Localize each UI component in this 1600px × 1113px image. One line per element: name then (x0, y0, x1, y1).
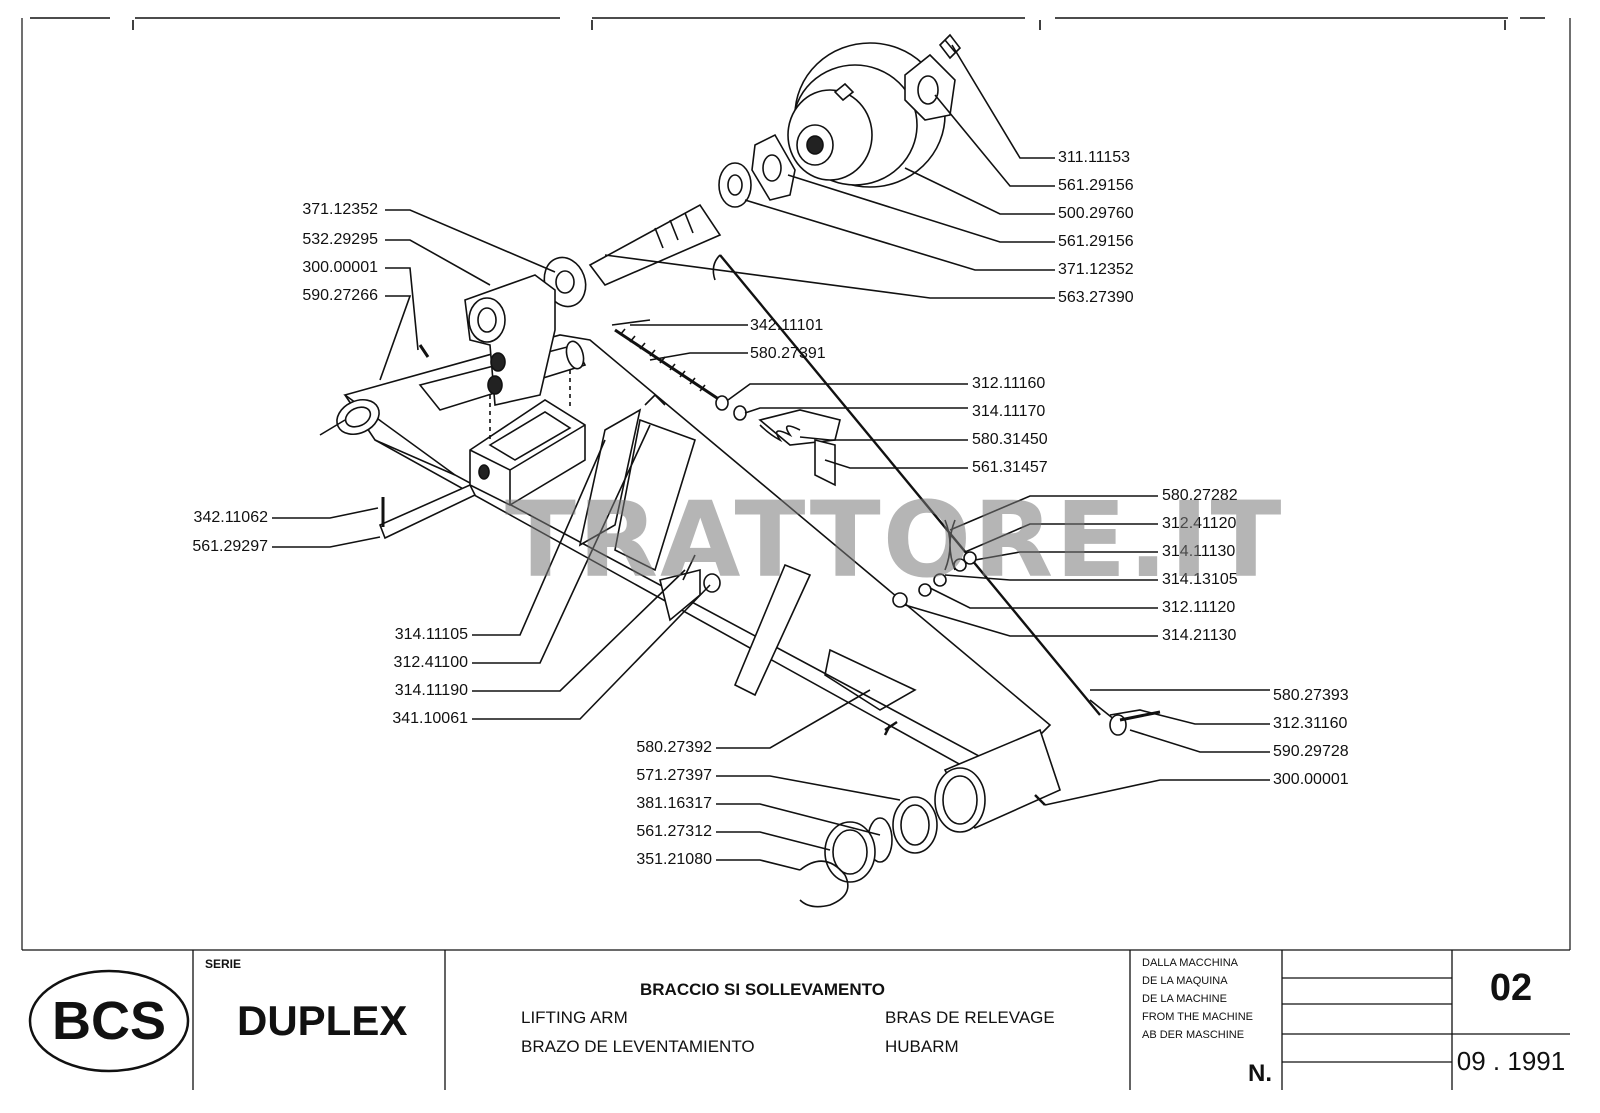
part-number-label: 351.21080 (636, 851, 712, 868)
serie-name: DUPLEX (237, 997, 408, 1044)
part-number-label: 561.29297 (192, 538, 268, 555)
part-number-label: 312.11160 (972, 375, 1046, 392)
part-number-label: 561.29156 (1058, 177, 1134, 194)
from-machine-es: DE LA MAQUINA (1142, 975, 1228, 987)
part-number-label: 580.27282 (1162, 487, 1238, 504)
sheet-number: 02 (1489, 967, 1533, 1009)
part-number-label: 580.27393 (1273, 687, 1349, 704)
part-number-label: 381.16317 (636, 795, 712, 812)
from-machine-labels: DALLA MACCHINA DE LA MAQUINA DE LA MACHI… (1142, 954, 1253, 1044)
part-number-label: 311.11153 (1058, 149, 1131, 166)
from-machine-it: DALLA MACCHINA (1142, 957, 1238, 969)
machine-number-label: N. (1248, 1060, 1272, 1087)
part-number-label: 300.00001 (1273, 771, 1349, 788)
exploded-diagram (21, 17, 1571, 950)
title-german: HUBARM (885, 1037, 959, 1056)
part-number-label: 314.21130 (1162, 627, 1237, 644)
part-number-label: 590.29728 (1273, 743, 1349, 760)
part-number-label: 341.10061 (392, 710, 468, 727)
part-number-label: 500.29760 (1058, 205, 1134, 222)
serie-label: SERIE (205, 957, 242, 971)
title-italian: BRACCIO SI SOLLEVAMENTO (640, 980, 885, 999)
part-number-label: 314.11105 (394, 626, 468, 643)
drive-hub (787, 42, 946, 188)
part-number-label: 314.13105 (1162, 571, 1238, 588)
part-number-label: 312.41120 (1162, 515, 1237, 532)
part-number-label: 371.12352 (1058, 261, 1134, 278)
part-number-label: 312.41100 (393, 654, 468, 671)
from-machine-en: FROM THE MACHINE (1142, 1011, 1254, 1023)
part-number-label: 314.11170 (972, 403, 1046, 420)
bcs-logo: BCS (51, 991, 166, 1051)
title-spanish: BRAZO DE LEVENTAMIENTO (521, 1037, 755, 1056)
part-number-label: 342.11101 (750, 317, 824, 334)
part-number-label: 300.00001 (302, 259, 378, 276)
part-number-label: 312.11120 (1162, 599, 1236, 616)
part-number-label: 314.11130 (1162, 543, 1236, 560)
part-number-label: 580.31450 (972, 431, 1048, 448)
title-english: LIFTING ARM (521, 1008, 628, 1027)
part-number-label: 561.29156 (1058, 233, 1134, 250)
title-french: BRAS DE RELEVAGE (885, 1008, 1055, 1027)
part-number-label: 561.31457 (972, 459, 1048, 476)
part-number-label: 580.27391 (750, 345, 826, 362)
part-number-label: 532.29295 (302, 231, 378, 248)
from-machine-de: AB DER MASCHINE (1142, 1029, 1245, 1041)
sheet-date: 09 . 1991 (1456, 1046, 1566, 1076)
from-machine-fr: DE LA MACHINE (1142, 993, 1227, 1005)
part-number-label: 590.27266 (302, 287, 378, 304)
watermark: TRATTORE.IT (505, 479, 1284, 601)
part-number-label: 342.11062 (193, 509, 268, 526)
part-number-label: 561.27312 (636, 823, 712, 840)
part-number-label: 314.11190 (394, 682, 468, 699)
part-number-label: 563.27390 (1058, 289, 1134, 306)
part-number-label: 312.31160 (1273, 715, 1348, 732)
part-number-label: 580.27392 (636, 739, 712, 756)
part-number-label: 371.12352 (302, 201, 378, 218)
part-number-label: 571.27397 (636, 767, 712, 784)
